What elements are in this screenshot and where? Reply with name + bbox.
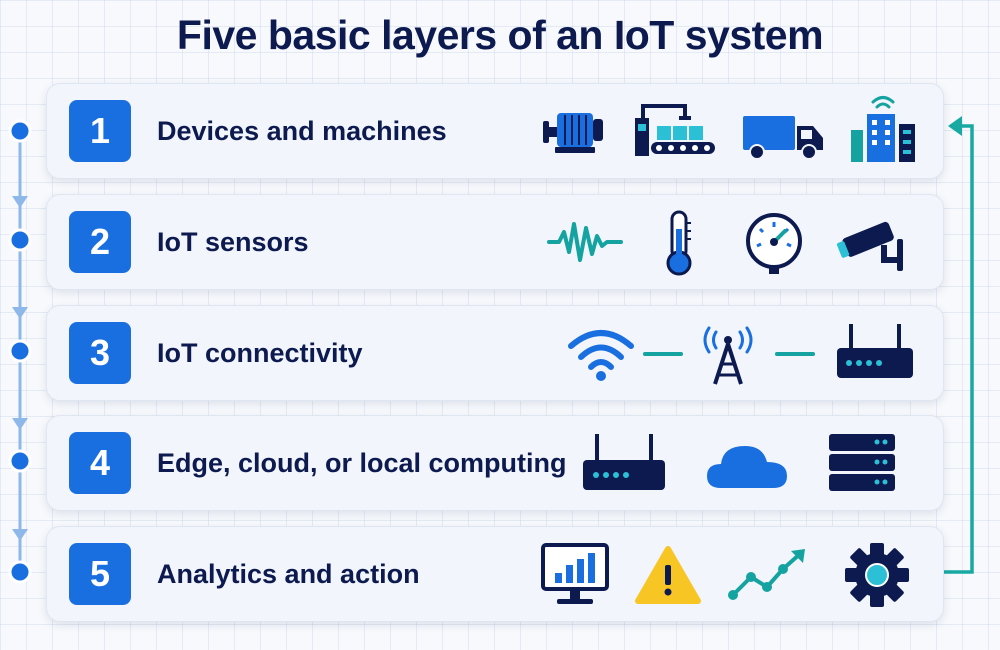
layer-number-badge: 1	[69, 100, 131, 162]
router-icon	[837, 324, 913, 378]
cloud-icon	[707, 446, 787, 488]
flow-down-arrows	[12, 196, 28, 541]
layer-number-badge: 2	[69, 211, 131, 273]
layer-label: Analytics and action	[157, 559, 420, 589]
layer-row-2: 2 IoT sensors	[46, 194, 944, 290]
layer-number-badge: 4	[69, 432, 131, 494]
analytics-monitor-icon	[541, 543, 609, 604]
pressure-gauge-icon	[746, 213, 802, 274]
vibration-wave-icon	[547, 222, 623, 262]
layer-number-badge: 3	[69, 322, 131, 384]
edge-router-icon	[583, 434, 665, 490]
server-stack-icon	[829, 434, 895, 491]
smart-building-icon	[851, 96, 915, 162]
electric-motor-icon	[543, 113, 603, 153]
settings-gear-icon	[845, 543, 909, 607]
diagram-title: Five basic layers of an IoT system	[176, 12, 824, 58]
layer-row-1: 1 Devices and machines	[46, 83, 944, 179]
security-camera-icon	[836, 221, 903, 271]
layer-number-badge: 5	[69, 543, 131, 605]
trend-line-icon	[728, 549, 805, 600]
layer-row-3: 3 IoT connectivity	[46, 305, 944, 401]
delivery-truck-icon	[743, 116, 823, 160]
flow-dots	[8, 119, 32, 584]
layer-row-5: 5 Analytics and action	[46, 526, 944, 622]
feedback-loop-arrow	[944, 124, 974, 574]
connection-dash	[775, 352, 815, 356]
warning-icon	[635, 546, 701, 604]
cell-tower-icon	[703, 326, 753, 385]
layer-label: IoT connectivity	[157, 338, 363, 368]
layer-label: IoT sensors	[157, 227, 309, 257]
wifi-icon	[568, 330, 634, 381]
thermometer-icon	[666, 210, 692, 276]
layer-row-4: 4 Edge, cloud, or local computing	[46, 415, 944, 511]
layer-label: Devices and machines	[157, 116, 447, 146]
factory-conveyor-icon	[635, 104, 715, 156]
connection-dash	[643, 352, 683, 356]
layer-label: Edge, cloud, or local computing	[157, 448, 567, 478]
